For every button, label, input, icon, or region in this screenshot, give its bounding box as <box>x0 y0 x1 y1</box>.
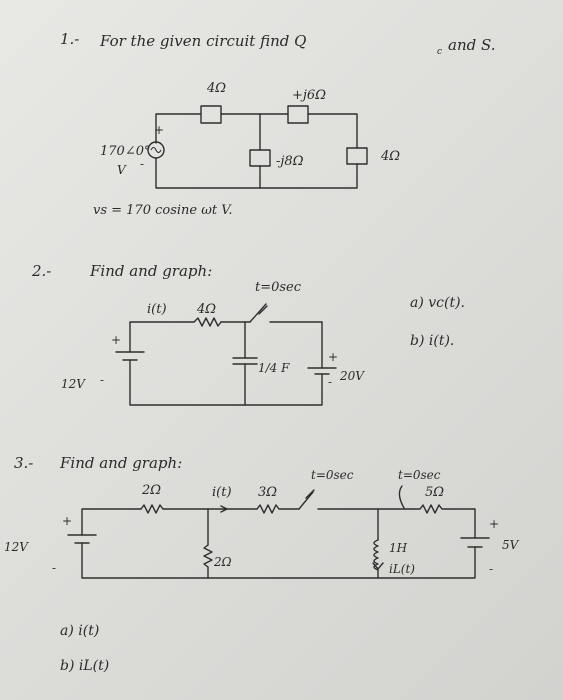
switch-mark <box>258 305 268 315</box>
circuit-2 <box>115 303 337 406</box>
problem-3-number: 3.- <box>14 454 33 472</box>
capacitor-label: 1/4 F <box>258 361 290 375</box>
battery-right-plus: + <box>328 350 338 364</box>
problem-2-statement: Find and graph: <box>89 262 212 280</box>
switch-blade <box>249 303 267 323</box>
battery-right-plus: + <box>489 517 499 531</box>
battery-left-plus: + <box>111 333 121 347</box>
problem-1-statement: For the given circuit find Q <box>99 32 306 50</box>
switch-2-blade <box>398 485 405 509</box>
source-equation: vs = 170 cosine ωt V. <box>93 203 232 218</box>
wire <box>81 542 476 579</box>
wire <box>81 508 142 536</box>
r2-label: 3Ω <box>258 485 277 500</box>
part-b: b) i(t). <box>410 333 454 349</box>
inductor-1h <box>373 539 379 571</box>
resistor-5-ohm <box>412 504 476 539</box>
resistor-4-ohm <box>200 105 222 124</box>
r1-label: 4Ω <box>206 81 226 96</box>
inductor-current-label: iL(t) <box>389 562 415 576</box>
part-a: a) vc(t). <box>410 295 465 311</box>
resistor-2-ohm <box>140 504 164 514</box>
problem-2: 2.- Find and graph: i(t) 4Ω t=0sec 12V +… <box>31 262 465 406</box>
battery-left-minus: - <box>100 373 104 387</box>
wire <box>155 113 202 144</box>
r3-label: 2Ω <box>213 555 232 569</box>
r4-label: 5Ω <box>425 485 444 500</box>
circuit-1 <box>147 105 368 189</box>
current-arrow <box>220 505 228 513</box>
resistor-3-ohm <box>256 504 280 514</box>
wire <box>129 359 323 406</box>
part-a: a) i(t) <box>60 623 99 639</box>
current-label: i(t) <box>212 485 232 500</box>
resistor-4-ohm <box>193 317 222 327</box>
problem-1-number: 1.- <box>60 30 79 48</box>
current-label: i(t) <box>147 302 167 317</box>
sine-symbol <box>150 146 162 154</box>
battery-left-minus: - <box>52 561 56 575</box>
xc-label: -j8Ω <box>276 154 304 169</box>
inductor-current-arrow <box>372 562 384 570</box>
switch-label: t=0sec <box>255 280 302 295</box>
circuit-3 <box>67 485 490 579</box>
problem-2-number: 2.- <box>31 262 51 280</box>
resistor-label: 4Ω <box>196 302 216 317</box>
problem-1: 1.- For the given circuit find Q c and S… <box>60 30 495 218</box>
switch-1-label: t=0sec <box>311 468 354 482</box>
problem-3: 3.- Find and graph: <box>4 454 520 674</box>
source-minus: - <box>140 157 144 171</box>
source-unit: V <box>117 163 127 177</box>
source-magnitude: 170∠0° <box>100 144 150 159</box>
wire <box>155 157 358 189</box>
battery-right-minus: - <box>328 375 332 389</box>
battery-left-label: 12V <box>4 540 29 554</box>
problem-3-statement: Find and graph: <box>59 454 182 472</box>
battery-right-label: 20V <box>339 369 365 383</box>
wire <box>269 321 323 369</box>
wire <box>129 321 195 353</box>
battery-right-label: 5V <box>502 538 520 552</box>
switch-2-label: t=0sec <box>398 468 441 482</box>
resistor-2-ohm-shunt <box>203 544 213 568</box>
inductor-j6 <box>287 105 309 124</box>
r2-label: 4Ω <box>380 149 400 164</box>
ac-source <box>147 141 165 159</box>
problem-1-statement-end: and S. <box>448 36 495 54</box>
battery-right-minus: - <box>489 562 493 576</box>
xl-label: +j6Ω <box>292 88 326 103</box>
r1-label: 2Ω <box>141 483 161 498</box>
inductor-label: 1H <box>389 541 408 555</box>
resistor-4-ohm-right <box>346 147 368 165</box>
battery-left-label: 12V <box>61 377 86 391</box>
source-plus: + <box>154 123 164 137</box>
switch-1-mark <box>305 489 315 499</box>
wire <box>307 113 358 149</box>
part-b: b) iL(t) <box>60 658 109 674</box>
capacitor-minus-j8 <box>249 149 271 167</box>
switch-1-blade <box>298 491 314 510</box>
battery-left-plus: + <box>62 514 72 528</box>
problem-1-statement-subscript: c <box>437 47 442 57</box>
